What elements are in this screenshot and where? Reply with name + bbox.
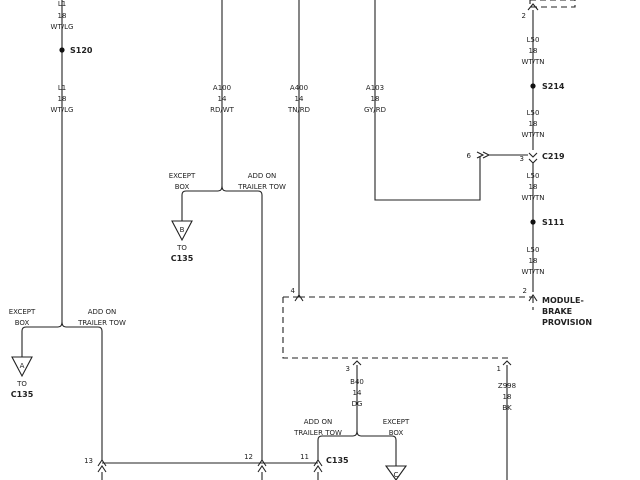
reference-to-a: TO	[16, 380, 27, 388]
wire-l50-circuit-4: L50	[527, 246, 540, 254]
wire-l50-color-2: WT/TN	[521, 131, 544, 139]
reference-letter-a: A	[20, 362, 25, 370]
module-brake-provision: MODULE- BRAKE PROVISION	[282, 294, 592, 359]
connector-c219-label: C219	[542, 152, 565, 161]
wire-l1-color-lower: WT/LG	[51, 106, 74, 114]
reference-triangle-b	[171, 220, 193, 242]
wire-a103-circuit: A103	[366, 84, 384, 92]
wire-l1-circuit: L1	[58, 0, 66, 8]
wire-a100-circuit: A100	[213, 84, 231, 92]
pin-4: 4	[291, 287, 296, 295]
pin-11: 11	[300, 453, 309, 461]
connector-c135-bottom: 13 12 11 C135	[84, 453, 349, 480]
pin-1-z998: 1	[497, 365, 501, 373]
wire-a103-gauge: 18	[371, 95, 380, 103]
reference-conn-a: C135	[11, 390, 34, 399]
splice-s214-label: S214	[542, 82, 565, 91]
pin-3-b40: 3	[346, 365, 350, 373]
except-box-label-1b: BOX	[15, 319, 30, 327]
component-outline-top	[529, 0, 576, 8]
reference-letter-c: C	[394, 471, 399, 479]
wire-l50-gauge-1: 18	[529, 47, 538, 55]
wire-l50-gauge-3: 18	[529, 183, 538, 191]
pin-3-c219: 3	[520, 155, 524, 163]
wire-l1: L1 18 WT/LG S120 L1 18 WT/LG	[51, 0, 93, 322]
except-box-label-2b: BOX	[175, 183, 190, 191]
pin-2-module: 2	[523, 287, 527, 295]
wire-l50-circuit-3: L50	[527, 172, 540, 180]
module-label-line1: MODULE-	[542, 296, 584, 305]
wire-l50-circuit-1: L50	[527, 36, 540, 44]
wire-a100-color: RD/WT	[210, 106, 235, 114]
wire-a100: A100 14 RD/WT EXCEPT BOX ADD ON TRAILER …	[169, 0, 286, 460]
wire-l1-gauge-lower: 18	[58, 95, 67, 103]
splice-s120-dot	[59, 47, 65, 53]
pin-2-top: 2	[522, 12, 526, 20]
reference-letter-b: B	[180, 226, 185, 234]
except-box-label-3a: EXCEPT	[383, 418, 410, 426]
branch-left: EXCEPT BOX ADD ON TRAILER TOW A TO C135	[9, 308, 126, 460]
wire-a103: A103 18 GY/RD 6	[364, 0, 528, 201]
wire-l50-color-1: WT/TN	[521, 58, 544, 66]
wire-a100-gauge: 14	[218, 95, 227, 103]
add-on-label-1a: ADD ON	[88, 308, 117, 316]
wire-l50-gauge-2: 18	[529, 120, 538, 128]
wire-b40-circuit: B40	[350, 378, 364, 386]
pin-6: 6	[467, 152, 472, 160]
add-on-label-3b: TRAILER TOW	[293, 429, 342, 437]
reference-triangle-c	[384, 465, 408, 480]
wire-l1-color: WT/LG	[51, 23, 74, 31]
wire-z998-circuit: Z998	[498, 382, 516, 390]
wire-z998-gauge: 18	[503, 393, 512, 401]
wire-a103-color: GY/RD	[364, 106, 386, 114]
reference-triangle-a	[11, 356, 33, 378]
splice-s111-dot	[530, 219, 536, 225]
wire-b40-color: DG	[352, 400, 363, 408]
module-label-line3: PROVISION	[542, 318, 592, 327]
add-on-label-2b: TRAILER TOW	[237, 183, 286, 191]
except-box-label-3b: BOX	[389, 429, 404, 437]
wire-a400-circuit: A400	[290, 84, 308, 92]
module-label-line2: BRAKE	[542, 307, 572, 316]
wire-l1-gauge: 18	[58, 12, 67, 20]
add-on-label-2a: ADD ON	[248, 172, 277, 180]
reference-conn-b: C135	[171, 254, 194, 263]
wire-b40-gauge: 14	[353, 389, 362, 397]
wire-l50-color-3: WT/TN	[521, 194, 544, 202]
splice-s120-label: S120	[70, 46, 93, 55]
except-box-label-1a: EXCEPT	[9, 308, 36, 316]
add-on-label-1b: TRAILER TOW	[77, 319, 126, 327]
wire-b40: 3 B40 14 DG ADD ON TRAILER TOW EXCEPT BO…	[293, 360, 410, 480]
splice-s214-dot	[530, 83, 536, 89]
pin-13: 13	[84, 457, 93, 465]
wire-l50-gauge-4: 18	[529, 257, 538, 265]
wire-l50-color-4: WT/TN	[521, 268, 544, 276]
pin-12: 12	[244, 453, 253, 461]
wire-a400-color: TN/RD	[287, 106, 310, 114]
wire-z998-color: BK	[502, 404, 512, 412]
reference-to-b: TO	[176, 244, 187, 252]
wire-a400-gauge: 14	[295, 95, 304, 103]
wire-l50-circuit-2: L50	[527, 109, 540, 117]
connector-c135-label: C135	[326, 456, 349, 465]
wire-l50: 2 L50 18 WT/TN S214 L50 18 WT/TN 3 C219 …	[520, 0, 576, 295]
wire-z998: 1 Z998 18 BK	[497, 360, 516, 480]
except-box-label-2a: EXCEPT	[169, 172, 196, 180]
add-on-label-3a: ADD ON	[304, 418, 333, 426]
wire-a400: A400 14 TN/RD 4	[287, 0, 310, 297]
splice-s111-label: S111	[542, 218, 565, 227]
wire-l1-circuit-lower: L1	[58, 84, 66, 92]
